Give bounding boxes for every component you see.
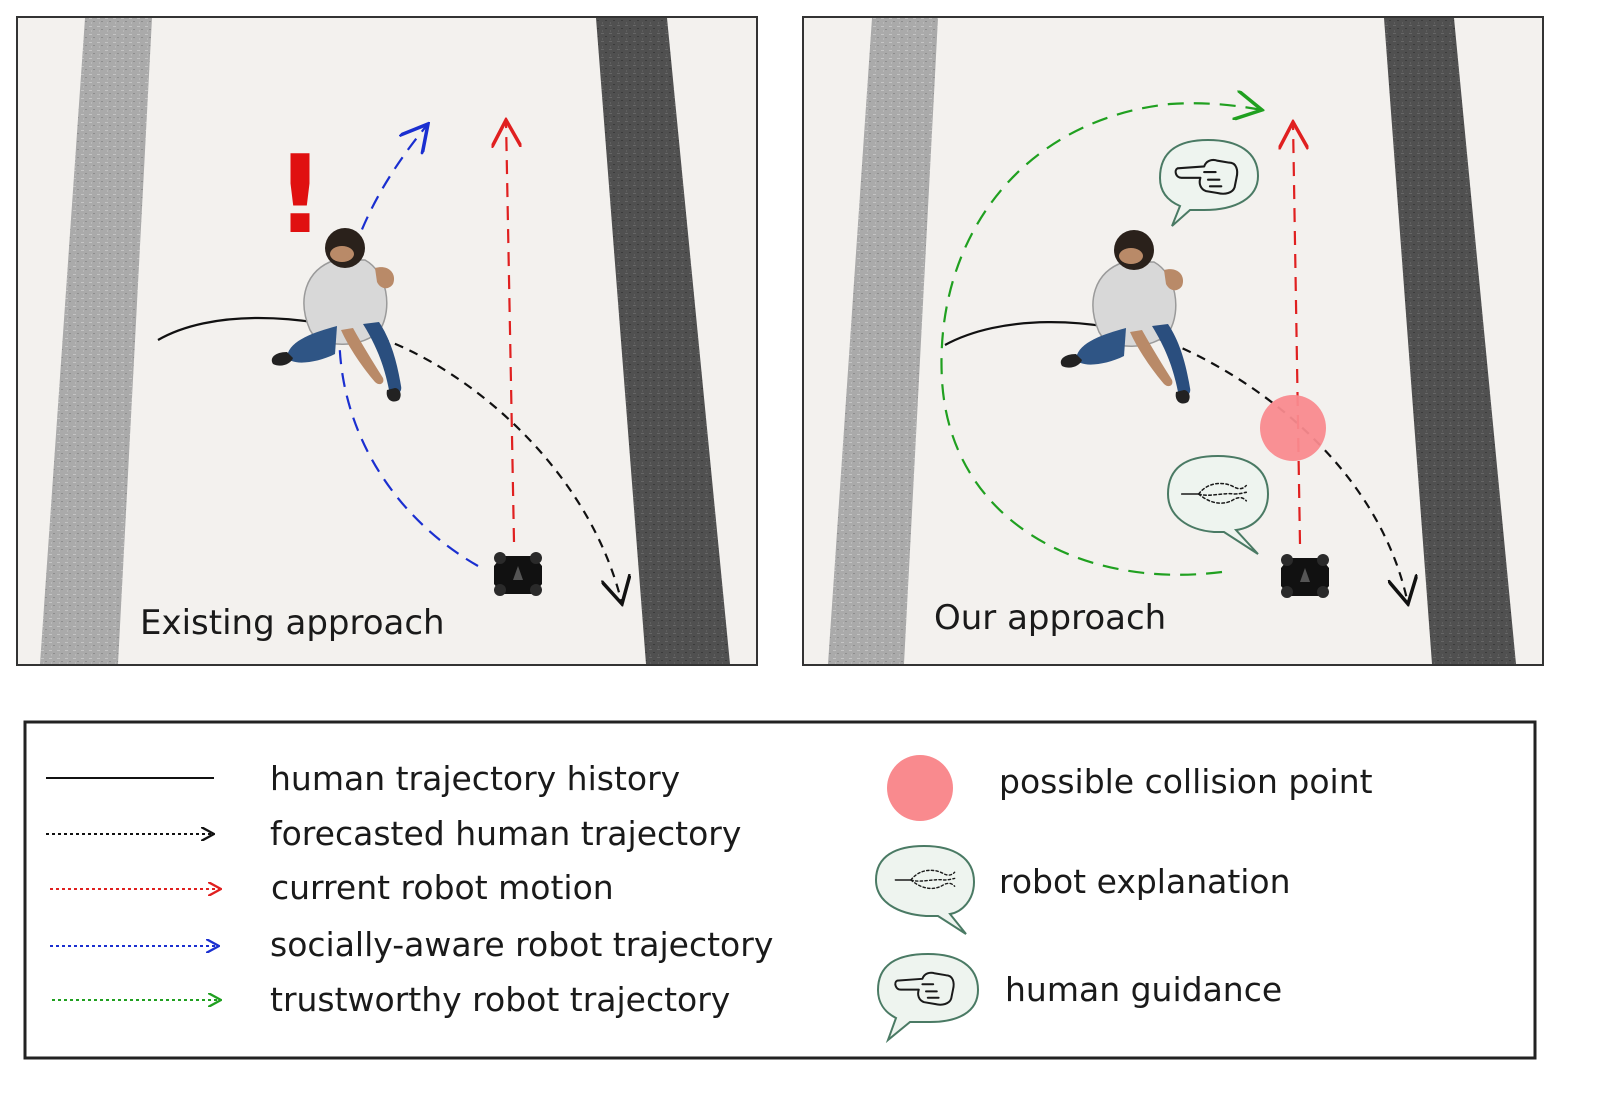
left-robot-figure xyxy=(494,552,542,596)
collision-point xyxy=(1260,395,1326,461)
left-wall-light xyxy=(40,18,152,664)
left-panel-caption: Existing approach xyxy=(140,603,445,643)
legend-label-forecast: forecasted human trajectory xyxy=(270,814,741,853)
right-wall-dark xyxy=(1384,18,1516,664)
right-current-robot-arrow xyxy=(1293,122,1300,545)
legend-label-guidance: human guidance xyxy=(1005,970,1282,1009)
left-current-robot-arrow xyxy=(506,120,514,543)
legend-label-current-motion: current robot motion xyxy=(271,868,614,907)
right-panel-caption: Our approach xyxy=(934,598,1166,638)
left-wall-dark xyxy=(596,18,730,664)
warning-exclamation: ! xyxy=(275,133,324,258)
human-guidance-bubble xyxy=(1158,138,1260,227)
robot-explanation-bubble xyxy=(1166,454,1270,555)
right-panel: Our approach xyxy=(802,16,1544,666)
legend: human trajectory history forecasted huma… xyxy=(23,720,1537,1060)
right-trustworthy-arrow xyxy=(940,103,1262,576)
legend-label-socially-aware: socially-aware robot trajectory xyxy=(270,925,773,964)
right-wall-light xyxy=(828,18,938,664)
legend-box xyxy=(23,720,1537,1060)
legend-swatch-collision xyxy=(887,755,953,821)
legend-swatch-guidance xyxy=(876,952,980,1044)
right-robot-figure xyxy=(1281,554,1329,598)
legend-label-explanation: robot explanation xyxy=(999,862,1291,901)
left-panel: ! Existing approach xyxy=(16,16,758,666)
legend-label-trustworthy: trustworthy robot trajectory xyxy=(270,980,730,1019)
left-forecast-arrow xyxy=(379,336,622,604)
legend-label-history: human trajectory history xyxy=(270,759,680,798)
legend-swatch-explanation xyxy=(874,844,976,935)
legend-label-collision: possible collision point xyxy=(999,762,1373,801)
